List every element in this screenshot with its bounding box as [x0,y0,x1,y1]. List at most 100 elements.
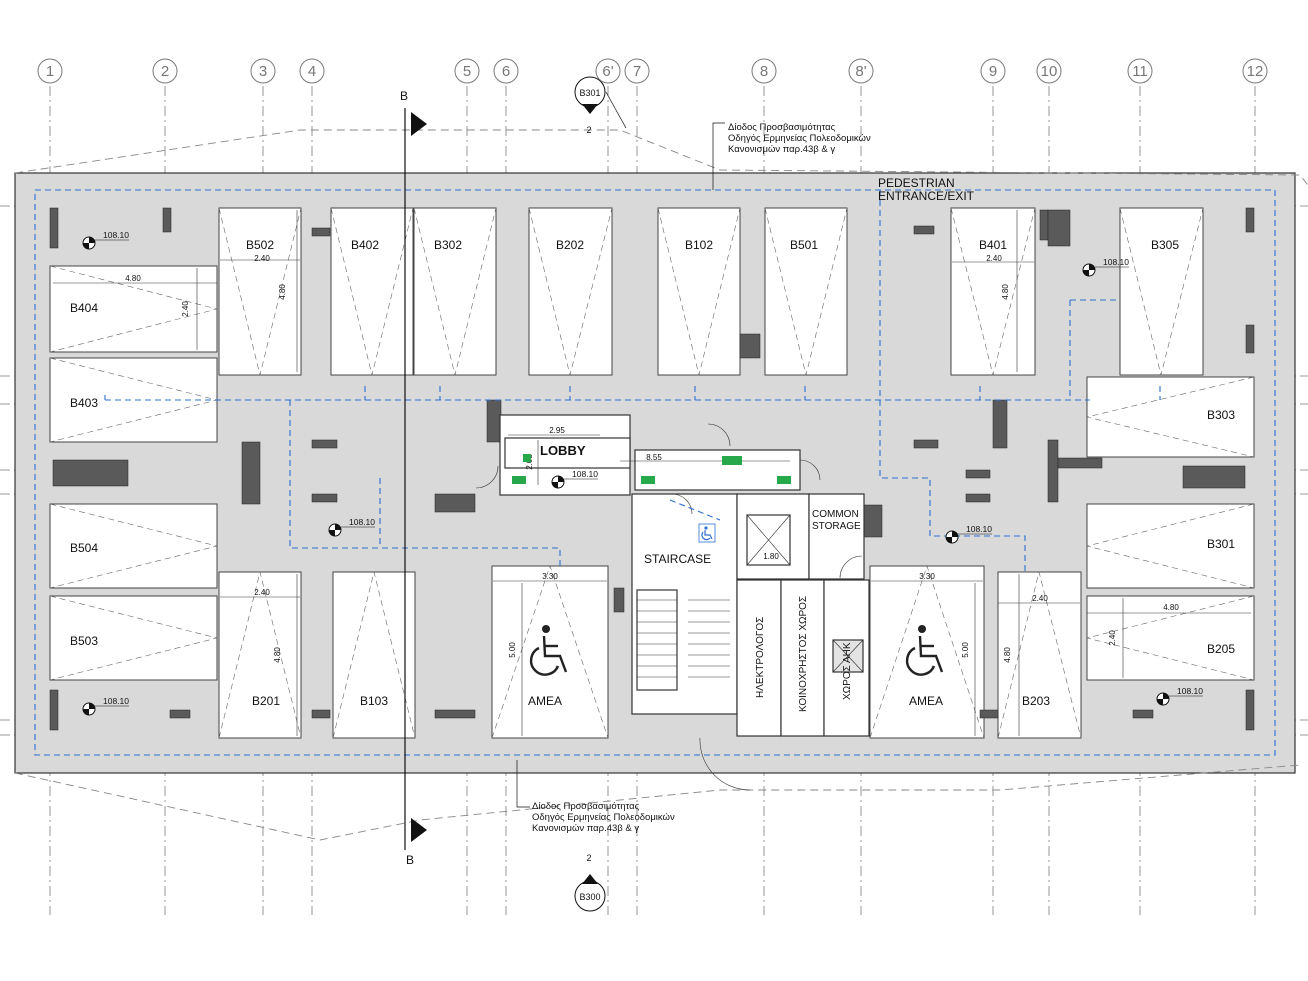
grid-axis-label: 5 [463,63,471,80]
level-marker: 108.10 [551,469,598,489]
svg-text:4.80: 4.80 [1003,647,1012,663]
level-value: 108.10 [103,696,129,706]
room-common-storage-1: COMMON [812,509,859,520]
level-value: 108.10 [103,230,129,240]
svg-text:4.80: 4.80 [278,284,287,300]
svg-text:Οδηγός Ερμηνείας Πολεοδομικών: Οδηγός Ερμηνείας Πολεοδομικών [532,812,675,823]
grid-bubble [1127,58,1153,84]
grid-axis-label: 11 [1132,63,1148,80]
grid-bubble [454,58,480,84]
svg-text:2.40: 2.40 [986,254,1002,263]
bay-accessible-left: AMEA [528,694,562,708]
bay-b301: B301 [1207,537,1235,551]
bay-b202: B202 [556,238,584,252]
structural-columns [49,207,1255,731]
grid-bubble [1242,58,1268,84]
svg-text:2.40: 2.40 [1032,594,1048,603]
grid-axis-label: 2 [161,63,169,80]
grid-axis-label: 6' [602,63,613,80]
level-value: 108.10 [966,524,992,534]
grid-bubble [1036,58,1062,84]
bay-b401: B401 [979,238,1007,252]
bay-b501: B501 [790,238,818,252]
grid-axis-label: 6 [502,63,510,80]
bay-b502: B502 [246,238,274,252]
bay-b201: B201 [252,694,280,708]
room-common-storage-2: STORAGE [812,521,861,532]
bay-b103: B103 [360,694,388,708]
svg-text:Κανονισμών παρ.43β & γ: Κανονισμών παρ.43β & γ [532,823,639,834]
exit-signs [512,454,791,484]
section-ref-bottom: B300 2 [574,853,606,912]
svg-text:2.40: 2.40 [1108,630,1117,646]
section-cut-b: B B [400,89,427,867]
svg-text:8.55: 8.55 [646,453,662,462]
dimension-texts: 4.80 4.80 2.40 2.40 2.40 2.40 3.30 3.30 … [125,254,1179,663]
room-labels: LOBBY STAIRCASE COMMON STORAGE ΗΛΕΚΤΡΟΛΟ… [540,443,861,712]
section-ref-top: B301 2 [574,76,627,135]
bay-labels: B502 B402 B302 B202 B102 B501 B401 B305 … [70,238,1235,708]
bay-b403: B403 [70,396,98,410]
bay-b102: B102 [685,238,713,252]
svg-text:3.30: 3.30 [919,572,935,581]
room-lobby: LOBBY [540,443,586,458]
section-label-top: B [400,89,408,103]
bay-b504: B504 [70,541,98,555]
grid-bubble [493,58,519,84]
grid-axis-label: 8 [760,63,768,80]
svg-text:Κανονισμών παρ.43β & γ: Κανονισμών παρ.43β & γ [728,144,835,155]
grid-bubble [37,58,63,84]
svg-text:1.80: 1.80 [763,552,779,561]
building-outline-bottom [14,764,1301,841]
bay-b402: B402 [351,238,379,252]
svg-text:Δίοδος Προσβασιμότητας: Δίοδος Προσβασιμότητας [532,801,640,812]
bay-b203: B203 [1022,694,1050,708]
bay-accessible-right: AMEA [909,694,943,708]
svg-text:3.30: 3.30 [542,572,558,581]
level-marker: 108.10 [82,696,129,716]
bay-b404: B404 [70,301,98,315]
svg-text:4.80: 4.80 [1001,284,1010,300]
svg-text:B300: B300 [579,892,600,902]
room-fire-space: ΧΩΡΟΣ ΑΗΚ [842,642,853,700]
accessible-route [34,189,1276,756]
grid-bubble [980,58,1006,84]
room-electrical: ΗΛΕΚΤΡΟΛΟΓΟΣ [755,617,766,698]
room-staircase: STAIRCASE [644,552,711,566]
grid-bubble [595,58,621,84]
room-common-space: ΚΟΙΝΟΧΡΗΣΤΟΣ ΧΩΡΟΣ [798,596,809,712]
bay-b302: B302 [434,238,462,252]
grid-bubble [751,58,777,84]
svg-text:2.40: 2.40 [254,588,270,597]
bay-b303: B303 [1207,408,1235,422]
grid-axis-label: 7 [633,63,641,80]
svg-text:B301: B301 [579,88,600,98]
svg-text:4.80: 4.80 [1163,603,1179,612]
entrance-label-2: ENTRANCE/EXIT [878,189,975,203]
grid-bubble [624,58,650,84]
dimension-lines [53,210,1251,736]
bay-b503: B503 [70,634,98,648]
grid-axis-label: 10 [1041,63,1058,80]
grid-axis-label: 12 [1247,63,1264,80]
svg-text:4.80: 4.80 [273,647,282,663]
wheelchair-icon [905,625,944,676]
accessibility-sign-icon [698,523,716,543]
grid-bubble [299,58,325,84]
level-value: 108.10 [1177,686,1203,696]
level-markers: 108.10 108.10 108.10 108.10 108.10 108.10 108.… [82,230,1203,716]
grid-axis-label: 8' [855,63,866,80]
note-top: Δίοδος Προσβασιμότητας Οδηγός Ερμηνείας … [712,122,871,190]
level-value: 108.10 [1103,257,1129,267]
level-value: 108.10 [349,517,375,527]
bay-b205: B205 [1207,642,1235,656]
bay-b305: B305 [1151,238,1179,252]
grid-axis-label: 9 [989,63,997,80]
grid-axis-label: 4 [308,63,316,80]
svg-text:4.80: 4.80 [125,274,141,283]
svg-text:2.40: 2.40 [181,301,190,317]
grid-bubble [152,58,178,84]
svg-text:2.40: 2.40 [254,254,270,263]
